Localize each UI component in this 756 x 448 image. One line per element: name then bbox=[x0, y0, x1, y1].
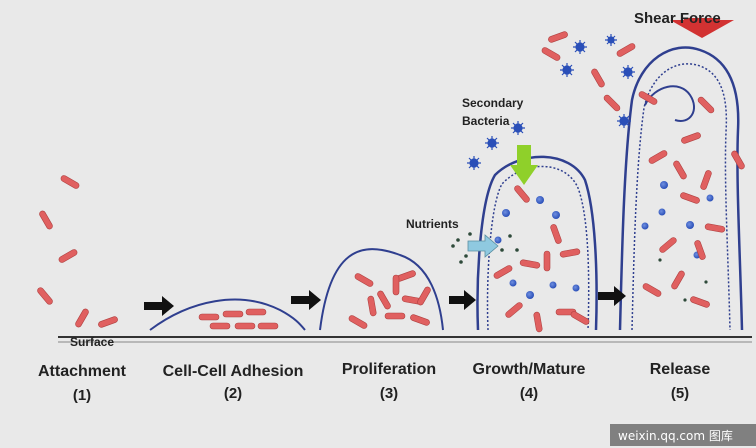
stage-4-label: Growth/Mature bbox=[473, 361, 586, 378]
secondary-bacteria-label-line1: Secondary bbox=[462, 96, 524, 110]
rod-bacterium bbox=[704, 223, 726, 233]
rod-bacterium bbox=[257, 322, 279, 330]
rod-bacterium bbox=[377, 290, 391, 310]
blue-cells bbox=[494, 181, 714, 299]
nutrient-arrow bbox=[467, 234, 499, 258]
rod-bacterium bbox=[39, 210, 53, 230]
rod-bacterium bbox=[543, 250, 551, 272]
rod-bacterium bbox=[348, 315, 368, 329]
rod-bacterium bbox=[514, 185, 530, 203]
rod-bacterium bbox=[638, 91, 658, 105]
watermark-bg bbox=[610, 424, 756, 446]
shear-force-label: Shear Force bbox=[634, 10, 721, 27]
rod-bacterium bbox=[98, 316, 118, 328]
rod-bacterium bbox=[591, 68, 605, 88]
rod-bacterium bbox=[541, 47, 561, 61]
rod-bacterium bbox=[616, 43, 636, 57]
rod-bacterium bbox=[700, 170, 712, 190]
arrow-3-to-4 bbox=[449, 290, 476, 310]
rod-bacterium bbox=[75, 308, 89, 328]
rod-bacterium bbox=[690, 296, 710, 308]
nutrient-dots bbox=[451, 232, 708, 302]
rod-bacterium bbox=[505, 302, 523, 318]
rod-bacterium bbox=[60, 175, 80, 189]
stage-1-number: (1) bbox=[73, 387, 91, 404]
stage-3-number: (3) bbox=[380, 385, 398, 402]
rod-bacterium bbox=[533, 311, 543, 333]
rod-bacterium bbox=[697, 96, 715, 114]
stage-4-number: (4) bbox=[520, 385, 538, 402]
rod-bacterium bbox=[493, 265, 513, 279]
secondary-bacteria-label-line2: Bacteria bbox=[462, 114, 510, 128]
rod-bacterium bbox=[519, 259, 541, 269]
biofilm-stage-5-inner bbox=[631, 63, 731, 331]
stage-2-number: (2) bbox=[224, 385, 242, 402]
biofilm-stage-5 bbox=[618, 46, 744, 331]
arrow-4-to-5 bbox=[598, 286, 626, 306]
rod-bacterium bbox=[659, 237, 677, 253]
stage-2-label: Cell-Cell Adhesion bbox=[163, 363, 304, 380]
stage-5-label: Release bbox=[650, 361, 711, 378]
rod-bacterium bbox=[671, 270, 685, 290]
rod-bacterium bbox=[673, 160, 687, 180]
rod-bacterium bbox=[603, 94, 621, 112]
rod-bacterium bbox=[222, 310, 244, 318]
rod-bacterium bbox=[570, 311, 590, 325]
biofilm-stage-5-lobe bbox=[644, 85, 695, 122]
red-rod-bacteria bbox=[37, 31, 745, 333]
biofilm-stage-4-inner bbox=[486, 165, 590, 331]
rod-bacterium bbox=[234, 322, 256, 330]
watermark: weixin.qq.com 图库 bbox=[618, 428, 733, 443]
rod-bacterium bbox=[648, 150, 668, 164]
biofilm-stage-2 bbox=[149, 298, 306, 331]
stage-1-label: Attachment bbox=[38, 363, 127, 380]
rod-bacterium bbox=[37, 287, 53, 305]
nutrients-label: Nutrients bbox=[406, 217, 459, 231]
rod-bacterium bbox=[550, 224, 562, 244]
rod-bacterium bbox=[198, 313, 220, 321]
rod-bacterium bbox=[410, 314, 430, 326]
rod-bacterium bbox=[694, 240, 706, 260]
rod-bacterium bbox=[58, 249, 78, 263]
rod-bacterium bbox=[367, 295, 377, 317]
rod-bacterium bbox=[209, 322, 231, 330]
rod-bacterium bbox=[417, 286, 431, 306]
biofilm-stage-3 bbox=[319, 248, 444, 331]
shear-force-arrow bbox=[670, 18, 734, 38]
stage-3-label: Proliferation bbox=[342, 361, 436, 378]
rod-bacterium bbox=[354, 273, 374, 287]
rod-bacterium bbox=[642, 283, 662, 297]
rod-bacterium bbox=[548, 31, 568, 43]
rod-bacterium bbox=[384, 312, 406, 320]
secondary-bacteria bbox=[467, 34, 635, 170]
surface-label: Surface bbox=[70, 335, 114, 349]
arrow-1-to-2 bbox=[144, 296, 174, 316]
arrow-2-to-3 bbox=[291, 290, 321, 310]
rod-bacterium bbox=[559, 248, 581, 258]
rod-bacterium bbox=[731, 150, 745, 170]
green-arrow bbox=[510, 145, 538, 185]
rod-bacterium bbox=[680, 192, 700, 204]
stage-5-number: (5) bbox=[671, 385, 689, 402]
rod-bacterium bbox=[392, 274, 400, 296]
rod-bacterium bbox=[681, 132, 701, 144]
rod-bacterium bbox=[245, 308, 267, 316]
